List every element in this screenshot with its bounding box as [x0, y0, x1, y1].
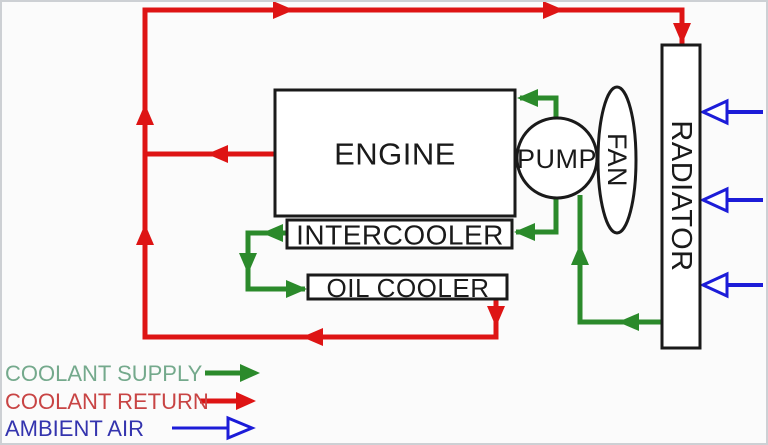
- flow-layer: [136, 2, 763, 441]
- oil-cooler-box: [306, 273, 509, 301]
- coolant-return-main-arrowhead-6: [673, 23, 691, 44]
- coolant-return-main-line: [142, 7, 685, 340]
- engine-label: ENGINE: [334, 137, 456, 172]
- legend-coolant-return-label: COOLANT RETURN: [5, 389, 209, 414]
- coolant-supply-radiator-to-pump-arrowhead-1: [571, 244, 589, 265]
- coolant-return-main-arrowhead-0: [487, 306, 505, 327]
- radiator-label: RADIATOR: [665, 120, 697, 271]
- coolant-supply-intercooler-to-oil-cooler-arrowhead-2: [286, 280, 307, 298]
- legend-ambient-air-arrow-arrowhead-0: [226, 415, 256, 441]
- pump-label: PUMP: [517, 144, 597, 174]
- fan-label: FAN: [602, 133, 632, 187]
- ambient-air-top-arrowhead-0: [699, 98, 729, 126]
- legend-ambient-air-label: AMBIENT AIR: [5, 416, 144, 441]
- components-layer: ENGINE INTERCOOLER OIL COOLER PUMP FAN R…: [273, 43, 702, 350]
- engine-box: [273, 88, 517, 218]
- coolant-supply-pump-to-intercooler-line: [516, 194, 559, 235]
- coolant-return-main-arrowhead-4: [273, 2, 294, 19]
- legend-coolant-supply-label: COOLANT SUPPLY: [5, 361, 203, 386]
- legend: COOLANT SUPPLY COOLANT RETURN AMBIENT AI…: [5, 361, 209, 441]
- intercooler-label: INTERCOOLER: [296, 220, 504, 251]
- coolant-return-main-arrowhead-1: [302, 328, 323, 346]
- radiator-box: [660, 43, 702, 350]
- ambient-air-bottom-arrowhead-0: [699, 271, 729, 299]
- fan-ellipse: [596, 85, 638, 235]
- coolant-supply-pump-to-intercooler-arrowhead-0: [514, 223, 535, 241]
- legend-coolant-return-arrow-arrowhead-0: [236, 392, 256, 410]
- coolant-supply-intercooler-to-oil-cooler-arrowhead-1: [239, 253, 257, 274]
- coolant-return-engine-outlet-arrowhead-0: [207, 145, 228, 163]
- coolant-supply-radiator-to-pump-arrowhead-0: [618, 313, 639, 331]
- ambient-air-middle-arrowhead-0: [699, 186, 729, 214]
- oil-cooler-label: OIL COOLER: [327, 273, 490, 303]
- coolant-supply-pump-to-engine-arrowhead-0: [517, 89, 538, 107]
- coolant-return-main-arrowhead-5: [543, 2, 564, 19]
- coolant-return-main-arrowhead-2: [136, 224, 154, 245]
- coolant-supply-intercooler-to-oil-cooler-arrowhead-0: [262, 224, 283, 242]
- legend-coolant-supply-arrow-arrowhead-0: [240, 364, 260, 382]
- intercooler-box: [285, 218, 514, 250]
- coolant-return-main-arrowhead-3: [136, 104, 154, 125]
